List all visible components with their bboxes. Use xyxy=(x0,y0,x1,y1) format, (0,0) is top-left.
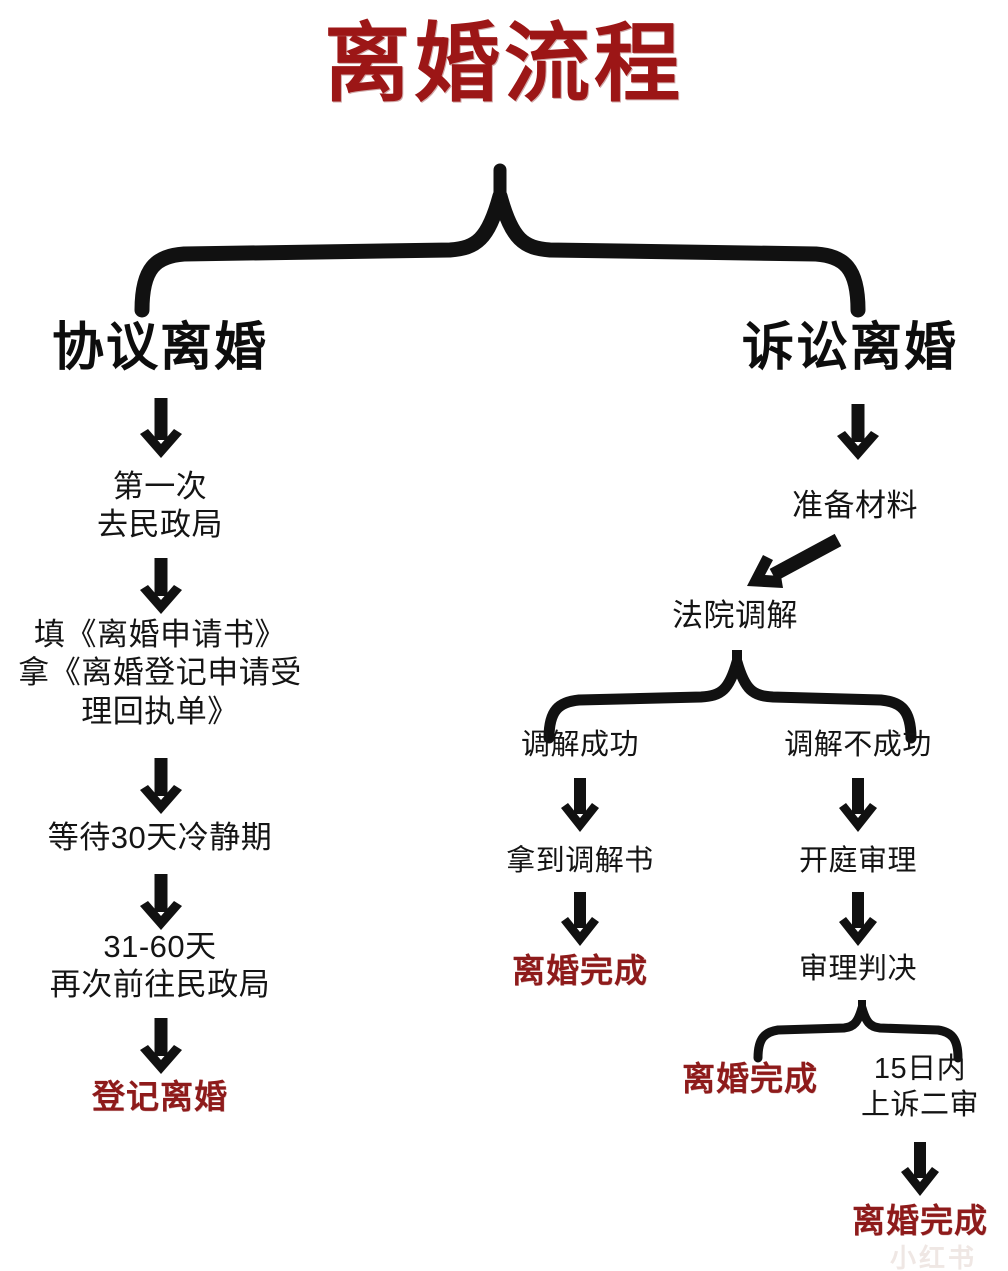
step-court-hearing: 开庭审理 xyxy=(798,845,917,877)
judgment-brace-connector xyxy=(753,1000,963,1063)
step-31-60-days-second-visit: 31-60天 再次前往民政局 xyxy=(49,929,271,1003)
step-fill-divorce-application: 填《离婚申请书》 拿《离婚登记申请受 理回执单》 xyxy=(18,617,302,729)
top-brace-connector xyxy=(134,163,866,318)
arrow-down-litigation-1 xyxy=(837,404,879,460)
step-receive-mediation-document: 拿到调解书 xyxy=(506,845,654,877)
mediation-brace-connector xyxy=(543,650,917,744)
step-trial-judgment: 审理判决 xyxy=(798,953,917,985)
terminal-divorce-complete-appeal: 离婚完成 xyxy=(852,1202,988,1239)
arrow-down-agreement-5 xyxy=(140,1018,182,1074)
step-court-mediation: 法院调解 xyxy=(672,598,798,633)
step-prepare-materials: 准备材料 xyxy=(792,488,918,523)
arrow-down-agreement-1 xyxy=(140,398,182,458)
branch-head-agreement: 协议离婚 xyxy=(51,319,268,377)
terminal-registered-divorce: 登记离婚 xyxy=(92,1078,228,1115)
arrow-down-agreement-2 xyxy=(140,558,182,614)
arrow-down-mediation-success-2 xyxy=(561,892,599,946)
arrow-down-mediation-success-1 xyxy=(561,778,599,832)
arrow-down-agreement-3 xyxy=(140,758,182,814)
label-mediation-success: 调解成功 xyxy=(520,729,639,761)
page-title: 离婚流程 xyxy=(324,16,684,112)
terminal-divorce-complete-judgment: 离婚完成 xyxy=(682,1060,818,1097)
step-first-visit-civil-affairs: 第一次 去民政局 xyxy=(97,469,223,543)
arrow-down-mediation-failure-1 xyxy=(839,778,877,832)
branch-head-litigation: 诉讼离婚 xyxy=(741,319,958,377)
arrow-down-agreement-4 xyxy=(140,874,182,930)
arrow-down-mediation-failure-2 xyxy=(839,892,877,946)
watermark-label: 小红书 xyxy=(890,1243,978,1271)
arrow-down-appeal xyxy=(901,1142,939,1196)
arrow-diagonal-to-court-mediation xyxy=(747,533,842,588)
step-30-day-cooling-period: 等待30天冷静期 xyxy=(47,820,273,855)
label-appeal-within-15-days: 15日内 上诉二审 xyxy=(860,1053,979,1121)
terminal-divorce-complete-mediation: 离婚完成 xyxy=(512,952,648,989)
label-mediation-failure: 调解不成功 xyxy=(784,729,932,761)
